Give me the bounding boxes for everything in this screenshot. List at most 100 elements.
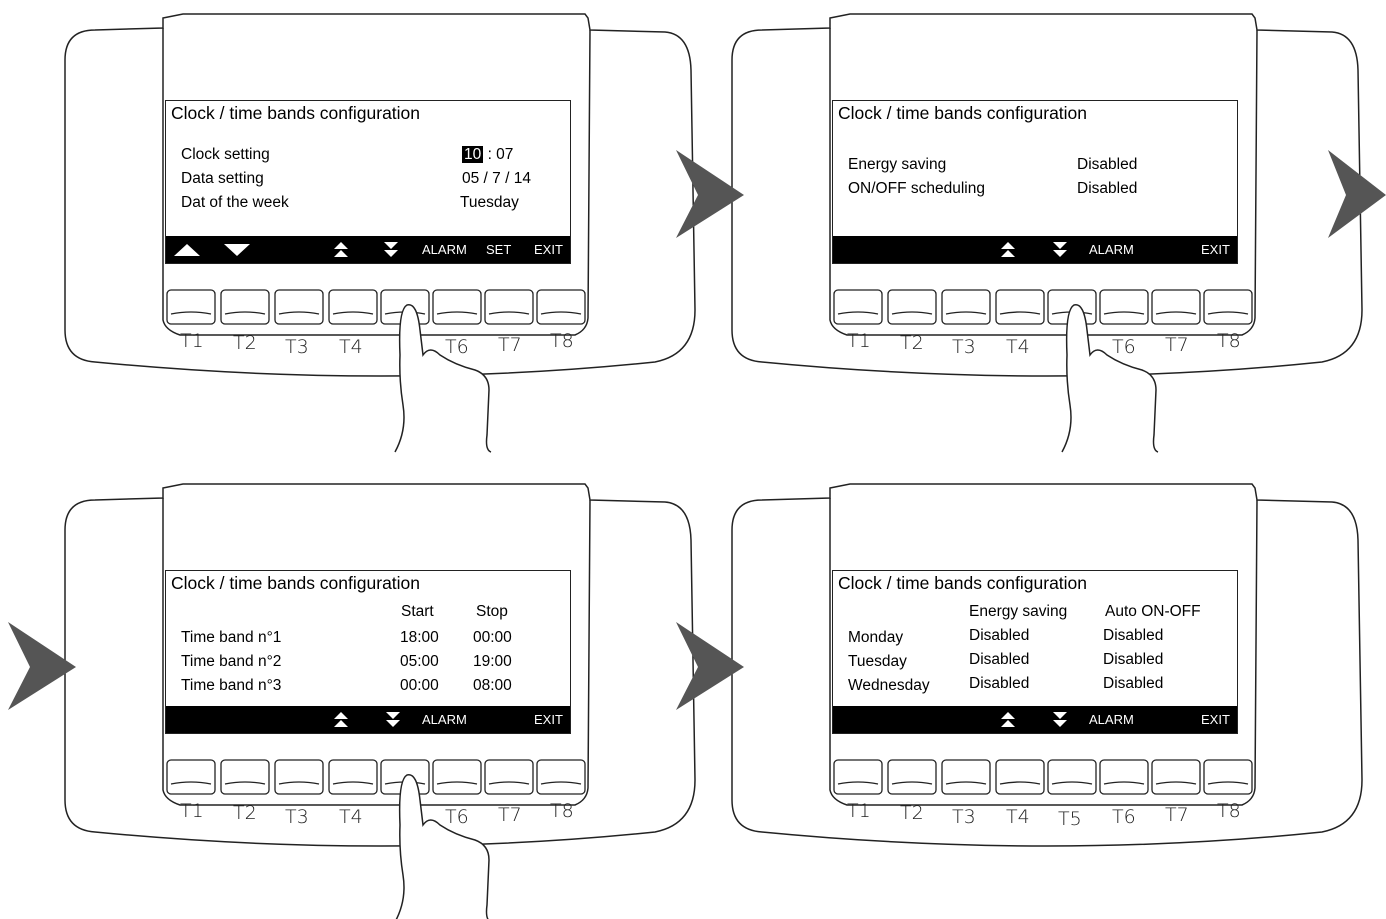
key-label-t4: T4 [339,806,363,828]
exit-label: EXIT [1201,242,1230,257]
energy-saving-value: Disabled [1077,156,1138,173]
row-label: Wednesday [848,677,930,694]
clock-minute: : 07 [487,146,514,163]
row-label: Time band n°2 [181,653,282,670]
band-stop: 00:00 [473,629,512,646]
screen-title: Clock / time bands configuration [838,573,1088,593]
key-label-t7: T7 [1165,334,1189,356]
device-panel-clock-setting: Clock / time bands configuration Clock s… [55,10,715,453]
auto-value: Disabled [1103,627,1164,644]
key-label-t7: T7 [1165,804,1189,826]
key-label-t1: T1 [180,800,204,822]
key-label-t3: T3 [952,806,976,828]
key-label-t8: T8 [550,800,574,822]
next-step-arrow-icon [8,622,76,710]
softkey-bar: ALARM SET EXIT [166,236,570,263]
row-label: Time band n°3 [181,677,282,694]
page-up-icon [334,712,348,731]
band-stop: 19:00 [473,653,512,670]
next-step-arrow-icon [676,622,744,710]
device-panel-scheduling-menu: Clock / time bands configuration Energy … [722,10,1382,453]
alarm-label: ALARM [422,712,467,727]
screen-title: Clock / time bands configuration [838,103,1088,123]
row-label: Energy saving [848,156,947,173]
onoff-scheduling-value: Disabled [1077,180,1138,197]
clock-hour-selected[interactable]: 10 [462,146,484,163]
column-header-start: Start [401,603,434,620]
key-label-t4: T4 [339,336,363,358]
row-label: Time band n°1 [181,629,282,646]
key-label-t8: T8 [1217,800,1241,822]
key-label-t5: T5 [1058,808,1082,830]
key-label-t6: T6 [1112,336,1136,358]
next-step-arrow-icon [1328,150,1386,238]
row-label: Dat of the week [181,194,289,211]
up-arrow-icon [174,244,200,259]
date-value: 05 / 7 / 14 [462,170,531,187]
weekday-value: Tuesday [460,194,519,211]
down-arrow-icon [224,244,250,259]
lcd-screen: Clock / time bands configuration Clock s… [165,100,571,264]
key-label-t6: T6 [1112,806,1136,828]
row-label: ON/OFF scheduling [848,180,985,197]
column-header-stop: Stop [476,603,508,620]
clock-value[interactable]: 10 : 07 [462,146,513,164]
exit-label: EXIT [534,712,563,727]
set-label: SET [486,242,512,257]
page-down-icon [384,242,398,261]
softkey-bar: ALARM EXIT [166,706,570,733]
key-label-t2: T2 [233,332,257,354]
row-label: Monday [848,629,904,646]
auto-value: Disabled [1103,675,1164,692]
auto-value: Disabled [1103,651,1164,668]
alarm-label: ALARM [422,242,467,257]
band-start: 00:00 [400,677,439,694]
key-label-t8: T8 [550,330,574,352]
key-label-t4: T4 [1006,806,1030,828]
energy-value: Disabled [969,675,1030,692]
alarm-label: ALARM [1089,712,1134,727]
key-label-t4: T4 [1006,336,1030,358]
key-label-t6: T6 [445,336,469,358]
device-outline [731,483,1363,847]
energy-value: Disabled [969,627,1030,644]
row-label: Clock setting [181,146,270,163]
softkey-bar: ALARM EXIT [833,706,1237,733]
page-up-icon [334,242,348,261]
column-header-energy-saving: Energy saving [969,603,1068,620]
screen-title: Clock / time bands configuration [171,573,421,593]
row-label: Tuesday [848,653,907,670]
key-label-t2: T2 [233,802,257,824]
band-stop: 08:00 [473,677,512,694]
key-label-t1: T1 [847,800,871,822]
softkey-bar: ALARM EXIT [833,236,1237,263]
screen-title: Clock / time bands configuration [171,103,421,123]
row-label: Data setting [181,170,264,187]
energy-value: Disabled [969,651,1030,668]
key-label-t2: T2 [900,332,924,354]
key-label-t2: T2 [900,802,924,824]
key-label-t1: T1 [847,330,871,352]
key-label-t7: T7 [498,804,522,826]
page-up-icon [1001,242,1015,261]
key-label-t6: T6 [445,806,469,828]
key-label-t7: T7 [498,334,522,356]
device-panel-time-bands: Clock / time bands configuration Start S… [55,480,715,919]
key-label-t3: T3 [285,336,309,358]
key-label-t3: T3 [285,806,309,828]
exit-label: EXIT [1201,712,1230,727]
band-start: 05:00 [400,653,439,670]
alarm-label: ALARM [1089,242,1134,257]
lcd-screen: Clock / time bands configuration Energy … [832,570,1238,734]
key-label-t8: T8 [1217,330,1241,352]
page-down-icon [1053,712,1067,731]
device-panel-weekly-schedule: Clock / time bands configuration Energy … [722,480,1382,900]
lcd-screen: Clock / time bands configuration Energy … [832,100,1238,264]
page-up-icon [1001,712,1015,731]
lcd-screen: Clock / time bands configuration Start S… [165,570,571,734]
next-step-arrow-icon [676,150,744,238]
page-down-icon [1053,242,1067,261]
page-down-icon [386,712,400,731]
exit-label: EXIT [534,242,563,257]
column-header-auto-onoff: Auto ON-OFF [1105,603,1201,620]
